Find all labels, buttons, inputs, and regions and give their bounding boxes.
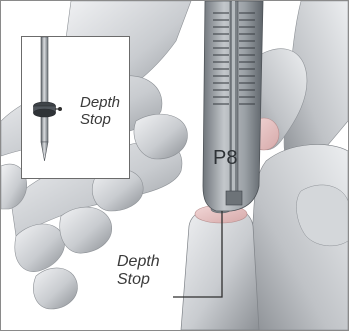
main-depth-stop-label: Depth Stop <box>117 253 167 290</box>
depth-guide-instrument <box>203 1 263 211</box>
tarsal-bones <box>248 144 348 330</box>
instrument-marking: P8 <box>213 147 237 170</box>
depth-stop-inset: Depth Stop <box>21 36 130 179</box>
inset-depth-stop-label: Depth Stop <box>80 94 126 129</box>
prepared-bone <box>181 205 259 330</box>
